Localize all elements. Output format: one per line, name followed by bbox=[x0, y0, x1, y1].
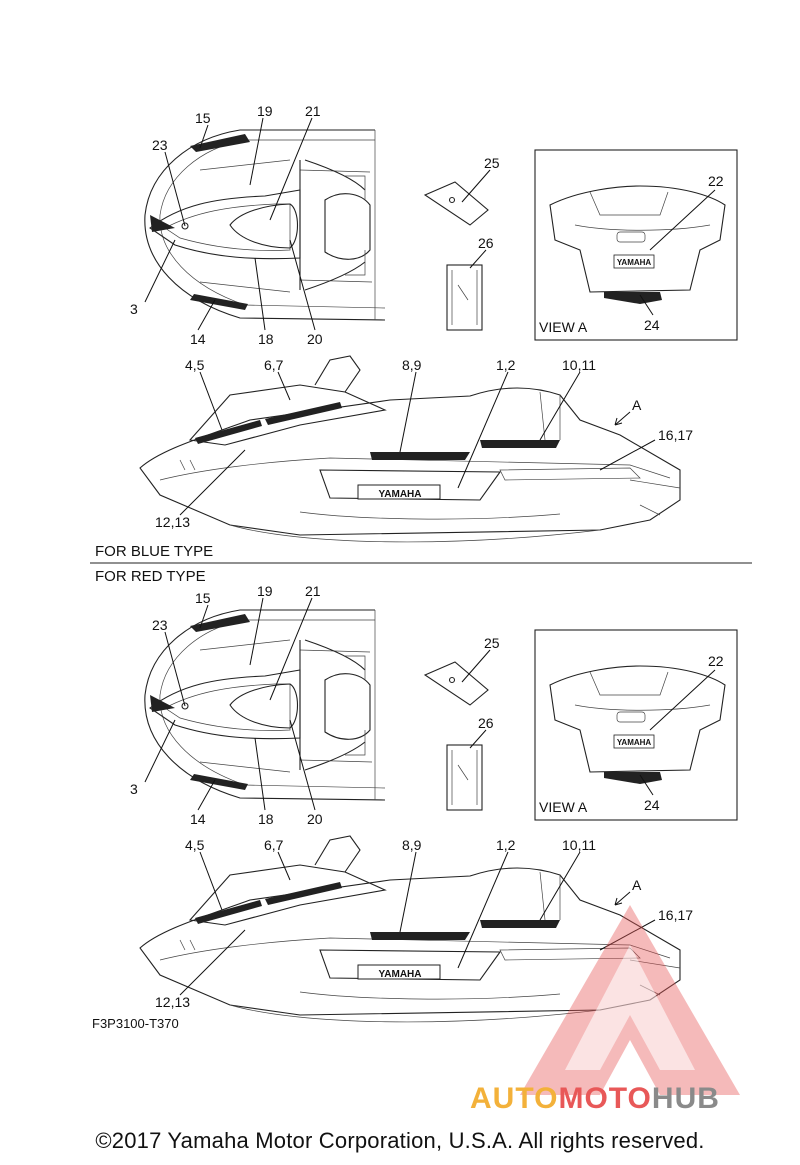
red-part-26-shape bbox=[446, 744, 483, 811]
blue-callout-10-11: 10,11 bbox=[562, 357, 596, 373]
blue-callout-19: 19 bbox=[257, 103, 273, 119]
red-callout-24: 24 bbox=[644, 797, 660, 813]
red-side-yamaha-decal: YAMAHA bbox=[379, 969, 422, 980]
blue-callout-4-5: 4,5 bbox=[185, 357, 205, 373]
red-part-25-shape bbox=[423, 661, 489, 706]
blue-arrow-a-label: A bbox=[632, 397, 642, 413]
red-type-label: FOR RED TYPE bbox=[95, 568, 206, 585]
red-rear-yamaha-decal: YAMAHA bbox=[617, 738, 652, 747]
blue-side-yamaha-decal: YAMAHA bbox=[379, 489, 422, 500]
red-callout-22: 22 bbox=[708, 653, 724, 669]
red-callout-16-17: 16,17 bbox=[658, 907, 693, 923]
red-callout-12-13: 12,13 bbox=[155, 994, 190, 1010]
watermark-part-auto: AUTO bbox=[470, 1082, 559, 1115]
red-callout-10-11: 10,11 bbox=[562, 837, 596, 853]
red-callout-19: 19 bbox=[257, 583, 273, 599]
red-view-a-label: VIEW A bbox=[539, 799, 588, 815]
blue-callout-16-17: 16,17 bbox=[658, 427, 693, 443]
red-rear-view-drawing bbox=[534, 629, 738, 821]
blue-callout-6-7: 6,7 bbox=[264, 357, 284, 373]
red-callout-26: 26 bbox=[478, 715, 494, 731]
blue-part-25-shape bbox=[423, 181, 489, 226]
red-callout-6-7: 6,7 bbox=[264, 837, 284, 853]
red-callout-25: 25 bbox=[484, 635, 500, 651]
red-arrow-a-label: A bbox=[632, 877, 642, 893]
watermark-part-hub: HUB bbox=[651, 1082, 720, 1115]
red-callout-15: 15 bbox=[195, 590, 211, 606]
blue-rear-view-drawing bbox=[534, 149, 738, 341]
blue-part-26-shape bbox=[446, 264, 483, 331]
blue-callout-15: 15 bbox=[195, 110, 211, 126]
drawing-code: F3P3100-T370 bbox=[92, 1016, 179, 1031]
blue-callout-8-9: 8,9 bbox=[402, 357, 422, 373]
blue-type-group: YAMAHA YAMAHA VIEW A A 15 19 21 23 3 14 bbox=[130, 103, 738, 543]
red-callout-23: 23 bbox=[152, 617, 168, 633]
red-callout-14: 14 bbox=[190, 811, 206, 827]
blue-top-view-drawing bbox=[144, 129, 386, 321]
watermark-logo bbox=[520, 905, 740, 1095]
blue-callout-22: 22 bbox=[708, 173, 724, 189]
red-callout-1-2: 1,2 bbox=[496, 837, 516, 853]
red-callout-21: 21 bbox=[305, 583, 321, 599]
blue-callout-21: 21 bbox=[305, 103, 321, 119]
red-callout-18: 18 bbox=[258, 811, 274, 827]
blue-callout-26: 26 bbox=[478, 235, 494, 251]
blue-callout-20: 20 bbox=[307, 331, 323, 347]
blue-callout-3: 3 bbox=[130, 301, 138, 317]
blue-callout-23: 23 bbox=[152, 137, 168, 153]
blue-side-view-drawing bbox=[139, 355, 681, 543]
blue-callout-1-2: 1,2 bbox=[496, 357, 516, 373]
blue-view-a-label: VIEW A bbox=[539, 319, 588, 335]
blue-callout-18: 18 bbox=[258, 331, 274, 347]
red-top-view-drawing bbox=[144, 609, 386, 801]
blue-callout-14: 14 bbox=[190, 331, 206, 347]
blue-rear-yamaha-decal: YAMAHA bbox=[617, 258, 652, 267]
red-callout-8-9: 8,9 bbox=[402, 837, 422, 853]
watermark-part-moto: MOTO bbox=[558, 1082, 652, 1115]
blue-callout-24: 24 bbox=[644, 317, 660, 333]
red-callout-4-5: 4,5 bbox=[185, 837, 205, 853]
red-callout-20: 20 bbox=[307, 811, 323, 827]
red-callout-3: 3 bbox=[130, 781, 138, 797]
blue-callout-25: 25 bbox=[484, 155, 500, 171]
red-type-group: YAMAHA YAMAHA VIEW A A 15 19 21 23 3 14 … bbox=[130, 583, 738, 1023]
watermark-text: AUTOMOTOHUB bbox=[470, 1082, 720, 1116]
blue-type-label: FOR BLUE TYPE bbox=[95, 543, 213, 560]
copyright-notice: ©2017 Yamaha Motor Corporation, U.S.A. A… bbox=[95, 1128, 705, 1153]
blue-callout-12-13: 12,13 bbox=[155, 514, 190, 530]
